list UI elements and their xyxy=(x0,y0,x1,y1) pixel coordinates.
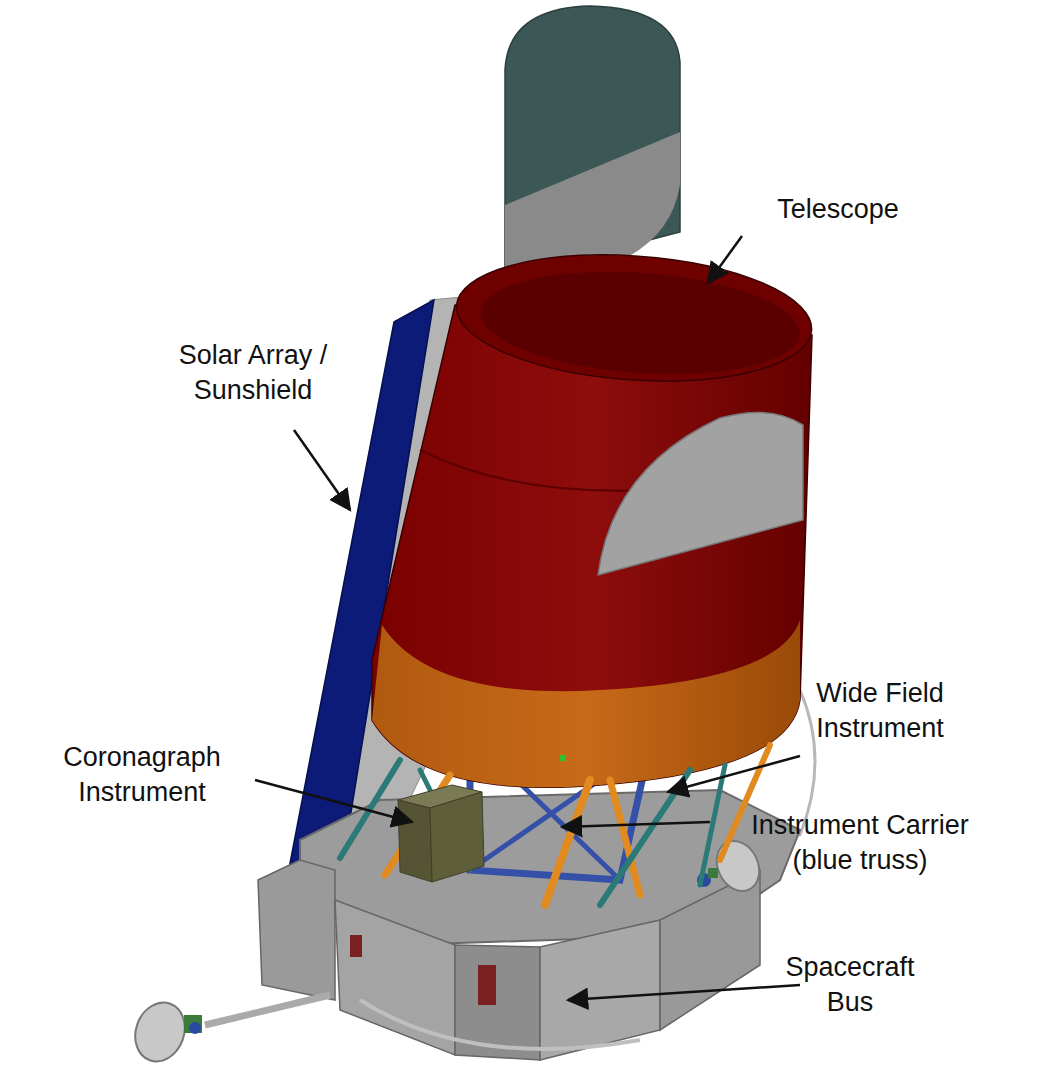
callout-label: Instrument Carrier (blue truss) xyxy=(725,808,995,878)
callout-label: Telescope xyxy=(777,192,899,227)
callout-label: Solar Array / Sunshield xyxy=(153,338,353,408)
callout-label: Wide Field Instrument xyxy=(780,676,980,746)
callout-label: Coronagraph Instrument xyxy=(22,740,262,810)
callout-label: Spacecraft Bus xyxy=(768,950,933,1020)
